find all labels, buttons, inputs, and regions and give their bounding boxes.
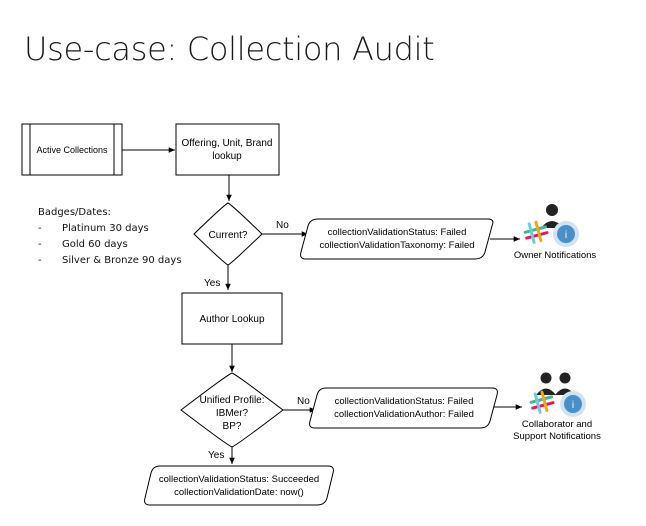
badges-heading: Badges/Dates: [38, 207, 111, 218]
fail1-line2: collectionValidationTaxonomy: Failed [319, 240, 474, 251]
badge-item-gold: -Gold 60 days [38, 239, 128, 250]
decision2-line3: BP? [223, 421, 242, 432]
fail1-line1: collectionValidationStatus: Failed [328, 227, 467, 238]
failed-taxonomy-node: collectionValidationStatus: Failed colle… [300, 218, 494, 260]
badges-legend: Badges/Dates: -Platinum 30 days -Gold 60… [38, 205, 182, 269]
start-process-node: Active Collections [21, 123, 123, 176]
success-node: collectionValidationStatus: Succeeded co… [144, 465, 334, 506]
start-label: Active Collections [36, 145, 108, 155]
lookup-label-line2: lookup [212, 151, 242, 162]
svg-text:i: i [572, 400, 574, 411]
badge-item-platinum: -Platinum 30 days [38, 223, 149, 234]
decision1-label: Current? [209, 230, 248, 241]
collaborator-notifications-icon: i [529, 372, 586, 417]
collab-label-line2: Support Notifications [513, 431, 601, 442]
badge-item-silver-bronze: -Silver & Bronze 90 days [38, 255, 182, 266]
owner-notifications-label: Owner Notifications [514, 250, 597, 261]
decision-unified-profile-node: Unified Profile: IBMer? BP? [180, 372, 284, 448]
yes1-label: Yes [204, 278, 220, 289]
author-lookup-node: Author Lookup [181, 292, 283, 345]
decision-current-node: Current? [193, 202, 263, 266]
success-line1: collectionValidationStatus: Succeeded [159, 474, 319, 485]
yes2-label: Yes [208, 450, 224, 461]
collab-label-line1: Collaborator and [522, 419, 592, 430]
svg-text:i: i [565, 230, 567, 241]
no2-label: No [297, 396, 310, 407]
page-title: Use-case: Collection Audit [24, 30, 435, 68]
lookup-node: Offering, Unit, Brand lookup [175, 123, 280, 176]
fail2-line2: collectionValidationAuthor: Failed [334, 409, 474, 420]
failed-author-node: collectionValidationStatus: Failed colle… [309, 387, 498, 429]
author-lookup-label: Author Lookup [199, 314, 264, 325]
owner-notifications-icon: i [523, 204, 579, 247]
decision2-line1: Unified Profile: [199, 395, 264, 406]
lookup-label-line1: Offering, Unit, Brand [182, 138, 273, 149]
fail2-line1: collectionValidationStatus: Failed [335, 396, 474, 407]
no1-label: No [276, 220, 289, 231]
decision2-line2: IBMer? [216, 408, 249, 419]
success-line2: collectionValidationDate: now() [174, 487, 304, 498]
